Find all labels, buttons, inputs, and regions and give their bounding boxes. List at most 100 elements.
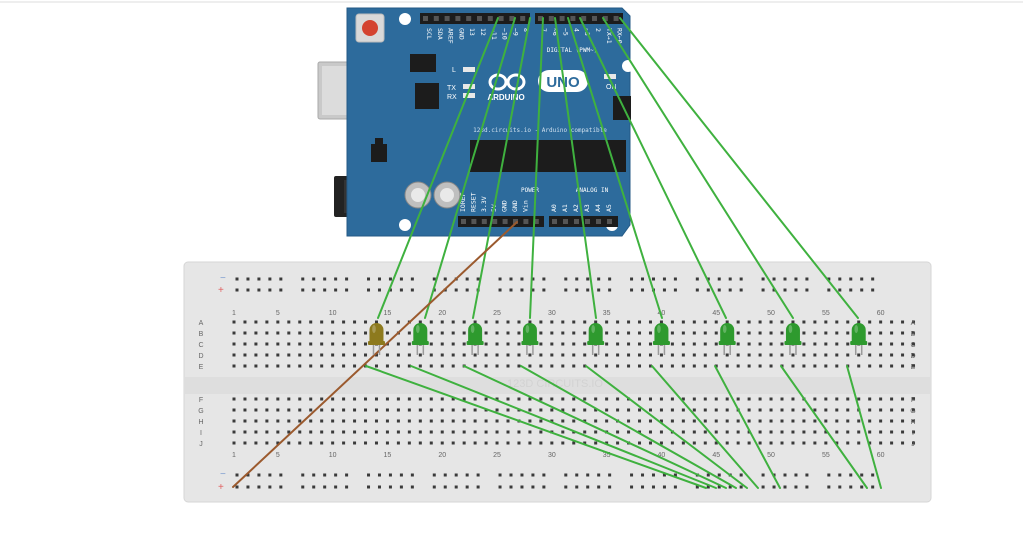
breadboard-hole [627,342,631,346]
green-led[interactable] [850,323,868,355]
breadboard-hole [616,408,620,412]
breadboard-hole [681,331,685,335]
header-pin [520,16,526,21]
breadboard-hole [692,331,696,335]
breadboard-hole [802,353,806,357]
breadboard-hole [616,353,620,357]
breadboard-hole [868,353,872,357]
breadboard-hole [276,364,280,368]
breadboard-hole [396,441,400,445]
rail-hole [608,485,612,489]
breadboard-hole [353,320,357,324]
breadboard-hole [385,408,389,412]
green-led[interactable] [466,323,484,355]
breadboard-hole [659,353,663,357]
breadboard-hole [605,364,609,368]
breadboard-hole [232,441,236,445]
top-pin-label: 7 [540,28,548,32]
rail-hole [673,485,677,489]
rail-hole [597,473,601,477]
breadboard-hole [342,320,346,324]
breadboard-hole [681,353,685,357]
breadboard-hole [320,320,324,324]
breadboard-hole [901,408,905,412]
row-label: E [911,364,916,371]
row-label: F [199,397,203,404]
top-pin-label: ~11 [490,28,498,40]
breadboard-hole [736,353,740,357]
breadboard-hole [484,331,488,335]
rail-hole [388,485,392,489]
breadboard-hole [320,419,324,423]
rx-led [463,93,475,98]
green-led[interactable] [652,323,670,355]
breadboard-hole [638,430,642,434]
breadboard-hole [681,320,685,324]
breadboard-hole [802,408,806,412]
breadboard-hole [331,364,335,368]
rail-hole [301,277,305,281]
rail-hole [728,277,732,281]
breadboard-hole [736,320,740,324]
reset-button-cap[interactable] [362,20,378,36]
breadboard-hole [254,342,258,346]
green-led[interactable] [718,323,736,355]
breadboard-hole [353,331,357,335]
rail-hole [630,288,634,292]
breadboard-hole [309,320,313,324]
breadboard-hole [681,342,685,346]
rail-hole [257,277,261,281]
breadboard-hole [407,342,411,346]
breadboard-hole [396,320,400,324]
breadboard-hole [879,364,883,368]
breadboard-hole [769,419,773,423]
rail-hole [706,485,710,489]
breadboard-hole [374,397,378,401]
yellow-led[interactable] [367,323,385,355]
breadboard-hole [638,397,642,401]
rail-hole [564,277,568,281]
rail-hole [509,288,513,292]
breadboard-hole [648,430,652,434]
breadboard-hole [309,331,313,335]
breadboard-hole [407,364,411,368]
breadboard-hole [353,364,357,368]
green-led[interactable] [587,323,605,355]
breadboard-hole [627,331,631,335]
breadboard-hole [780,408,784,412]
breadboard-hole [473,408,477,412]
rail-hole [542,288,546,292]
row-label: D [910,353,915,360]
rail-hole [432,485,436,489]
breadboard-hole [451,353,455,357]
green-wire [424,17,516,319]
rail-hole [246,485,250,489]
breadboard-hole [648,441,652,445]
breadboard-hole [539,353,543,357]
rail-hole [312,277,316,281]
rail-hole [586,485,590,489]
rail-hole [542,277,546,281]
breadboard-hole [638,353,642,357]
breadboard-hole [758,342,762,346]
breadboard-hole [528,364,532,368]
header-pin [552,219,557,224]
breadboard-hole [484,397,488,401]
breadboard-hole [539,419,543,423]
breadboard-hole [714,430,718,434]
breadboard-hole [879,408,883,412]
green-wire [410,365,717,489]
green-led[interactable] [411,323,429,355]
rail-hole [662,277,666,281]
breadboard-hole [451,320,455,324]
breadboard-hole [572,342,576,346]
breadboard-hole [879,430,883,434]
green-led[interactable] [784,323,802,355]
row-label: H [198,419,203,426]
breadboard-hole [232,353,236,357]
breadboard-hole [298,364,302,368]
rail-hole [388,288,392,292]
green-led[interactable] [521,323,539,355]
column-number: 5 [276,310,280,317]
breadboard-hole [868,419,872,423]
